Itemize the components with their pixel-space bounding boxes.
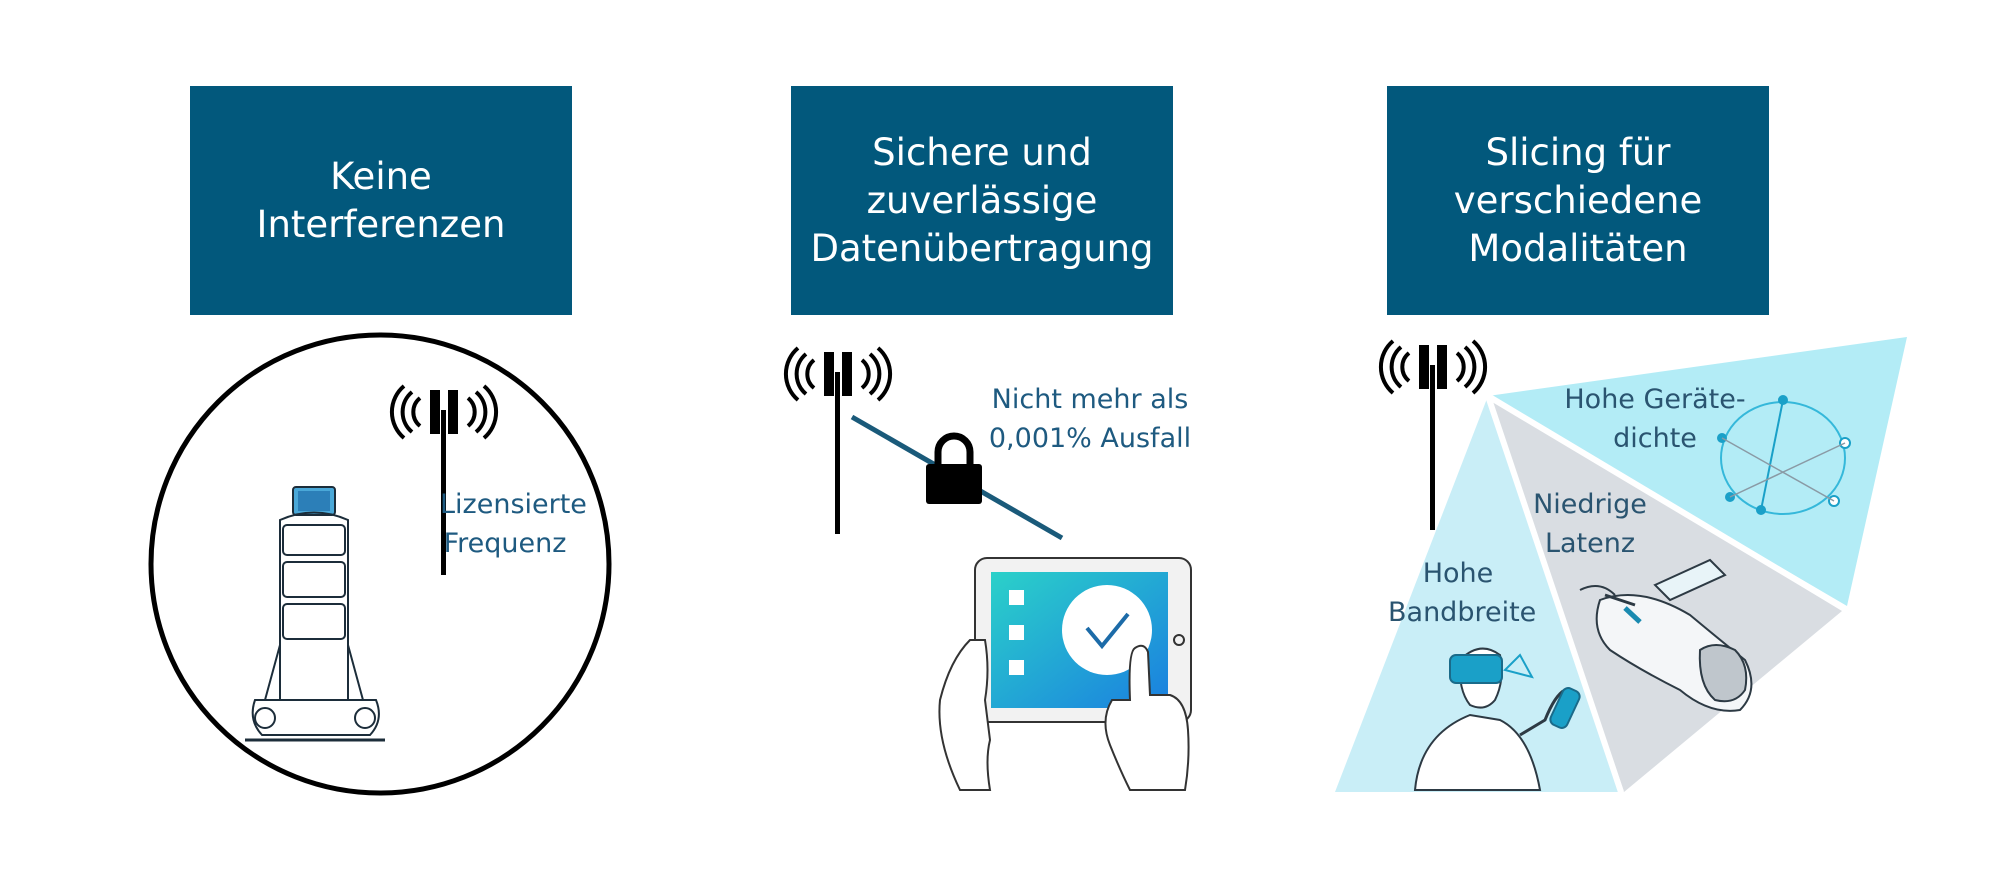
panel-2-header: Sichere und zuverlässige Datenübertragun… xyxy=(791,86,1173,315)
slice-bandwidth-label: Hohe Bandbreite xyxy=(1388,558,1537,628)
antenna-icon xyxy=(389,384,499,575)
slice-bandwidth xyxy=(1335,396,1618,792)
antenna-icon xyxy=(783,346,893,534)
tablet-icon xyxy=(938,557,1192,791)
licensed-frequency-label: Lizensierte Frequenz xyxy=(440,489,587,559)
outage-label: Nicht mehr als 0,001% Ausfall xyxy=(988,384,1192,454)
slice-density-label: Hohe Geräte- dichte xyxy=(1564,384,1746,454)
antenna-icon xyxy=(1378,339,1488,530)
panel-1-circle xyxy=(148,332,612,796)
lock-icon xyxy=(926,432,982,504)
patient-icon xyxy=(1579,558,1753,712)
vr-user-icon xyxy=(1413,647,1581,791)
robot-icon xyxy=(245,486,385,742)
panel-1-title: Keine Interferenzen xyxy=(256,154,506,246)
slice-latency-label: Niedrige Latenz xyxy=(1533,489,1647,559)
network-ring-icon xyxy=(1717,395,1851,515)
panel-1-header: Keine Interferenzen xyxy=(190,86,572,315)
panel-3-header: Slicing für verschiedene Modalitäten xyxy=(1387,86,1769,315)
panel-2-title: Sichere und zuverlässige Datenübertragun… xyxy=(810,130,1154,270)
panel-3-title: Slicing für verschiedene Modalitäten xyxy=(1453,130,1703,270)
